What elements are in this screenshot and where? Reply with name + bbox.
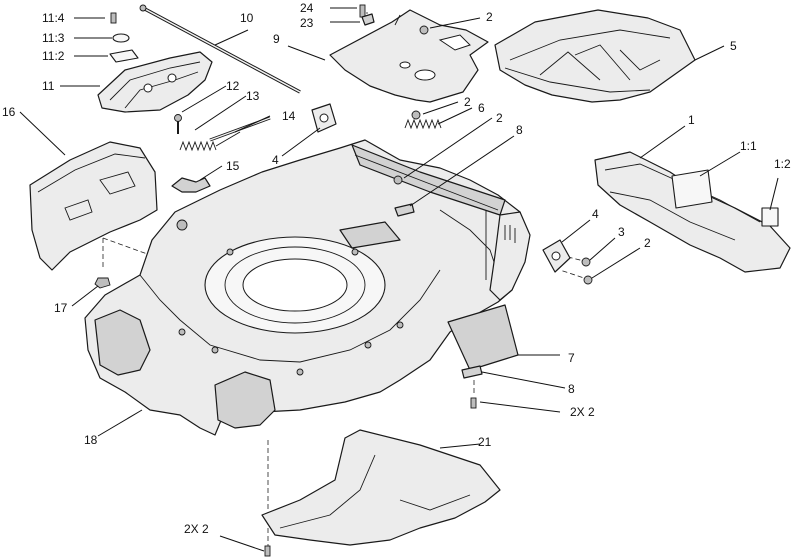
callout-1: 1 xyxy=(688,113,695,127)
part-17-nut xyxy=(94,277,111,289)
part-11-upper-bracket xyxy=(97,51,213,113)
part-2-nut-top xyxy=(419,25,429,35)
callout-15: 15 xyxy=(226,159,240,173)
callout-11-3: 11:3 xyxy=(42,31,65,45)
part-13-spring xyxy=(179,131,241,152)
callout-3: 3 xyxy=(618,225,625,239)
part-2-bolt-mid xyxy=(411,110,421,120)
part-9-cover-plate xyxy=(329,9,489,103)
callout-23: 23 xyxy=(300,16,314,30)
callout-8-top: 8 xyxy=(516,123,523,137)
callout-7: 7 xyxy=(568,351,575,365)
callout-1-1: 1:1 xyxy=(740,139,757,153)
part-10-rod xyxy=(139,4,301,94)
part-1-1-label xyxy=(671,169,713,209)
callout-6: 6 xyxy=(478,101,485,115)
callout-17: 17 xyxy=(54,301,68,315)
part-23-clip xyxy=(361,13,375,26)
part-11-4-screw xyxy=(110,12,117,24)
callout-9: 9 xyxy=(273,32,280,46)
callout-2-top: 2 xyxy=(486,10,493,24)
part-18-deck xyxy=(84,139,531,436)
leader-lines xyxy=(19,7,779,552)
part-21-front-skirt xyxy=(261,429,501,546)
part-1-2-label xyxy=(761,207,779,227)
part-4-bracket-left xyxy=(311,103,337,133)
part-1-rear-baffle xyxy=(594,151,791,273)
part-2-bolt-center xyxy=(393,175,403,185)
part-5-chute xyxy=(494,9,696,103)
callout-11-2: 11:2 xyxy=(42,49,65,63)
callout-13: 13 xyxy=(246,89,260,103)
part-2-screw-bottom-right xyxy=(470,397,477,409)
part-16-rear-door xyxy=(29,141,158,271)
part-3-washer xyxy=(581,257,591,267)
part-15-bracket xyxy=(171,177,211,193)
part-6-spring-strip xyxy=(404,118,442,130)
callout-2x2-right: 2X 2 xyxy=(570,405,595,419)
callout-16: 16 xyxy=(2,105,16,119)
callout-11-4: 11:4 xyxy=(42,11,65,25)
callout-2-b: 2 xyxy=(464,95,471,109)
callout-8-bottom: 8 xyxy=(568,382,575,396)
callout-4-right: 4 xyxy=(592,207,599,221)
part-14-pin xyxy=(209,116,271,142)
callout-5: 5 xyxy=(730,39,737,53)
part-4-bracket-right xyxy=(542,239,571,273)
callout-18: 18 xyxy=(84,433,98,447)
callout-labels: 11:4 11:3 11:2 11 10 24 23 2 9 5 16 12 1… xyxy=(2,1,791,536)
part-2-screw-bottom xyxy=(264,545,271,557)
callout-11: 11 xyxy=(42,79,55,93)
callout-2-right: 2 xyxy=(644,236,651,250)
part-2-nut-right xyxy=(583,275,593,285)
part-24-screw xyxy=(359,4,366,18)
part-8-clip-bottom xyxy=(461,365,483,379)
part-8-clip-top xyxy=(394,203,415,217)
callout-2x2-bottom: 2X 2 xyxy=(184,522,209,536)
part-11-3-washer xyxy=(112,33,130,43)
callout-14: 14 xyxy=(282,109,296,123)
callout-12: 12 xyxy=(226,79,240,93)
callout-4-left: 4 xyxy=(272,153,279,167)
callout-2-c: 2 xyxy=(496,111,503,125)
callout-21: 21 xyxy=(478,435,492,449)
part-12-screw xyxy=(174,114,182,134)
part-11-2-cover xyxy=(109,49,139,63)
callout-24: 24 xyxy=(300,1,314,15)
callout-1-2: 1:2 xyxy=(774,157,791,171)
callout-10: 10 xyxy=(240,11,254,25)
